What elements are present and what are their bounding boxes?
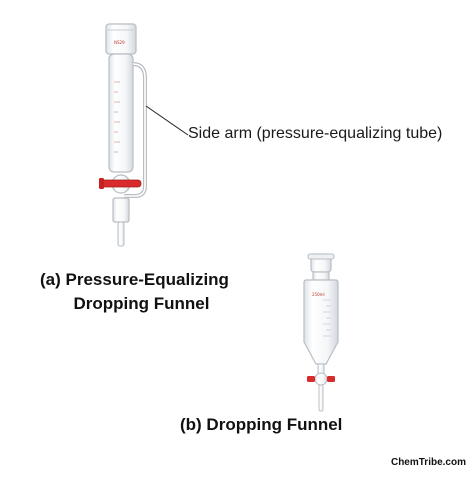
caption-a-line-1: (a) Pressure-Equalizing [40, 270, 229, 289]
funnel-a-graduations [114, 81, 120, 153]
funnel-b-neck [312, 271, 330, 281]
funnel-b-graduations [323, 299, 331, 337]
watermark: ChemTribe.com [390, 457, 466, 468]
side-arm-pointer-line [145, 105, 189, 136]
funnel-b-stopcock-barrel [314, 372, 328, 386]
pressure-equalizing-funnel-illustration: NS29 [99, 23, 147, 247]
funnel-a-lower-joint [112, 197, 130, 223]
funnel-b-body [303, 279, 339, 365]
svg-text:NS29: NS29 [114, 40, 125, 45]
caption-b: (b) Dropping Funnel [180, 415, 343, 434]
svg-text:250ml: 250ml [312, 292, 325, 297]
caption-a-line-2: Dropping Funnel [73, 294, 210, 313]
funnel-a-top-joint [105, 23, 137, 55]
dropping-funnel-illustration: 250ml [303, 253, 339, 412]
funnel-a-body [108, 53, 134, 173]
caption-a: (a) Pressure-Equalizing Dropping Funnel [40, 268, 229, 316]
funnel-b-stopcock-handle [307, 376, 315, 382]
funnel-a-stopcock-handle [100, 179, 142, 188]
funnel-a-drip-tip [117, 221, 125, 247]
side-arm-label: Side arm (pressure-equalizing tube) [188, 125, 443, 142]
funnel-b-drip-tip [318, 384, 324, 412]
